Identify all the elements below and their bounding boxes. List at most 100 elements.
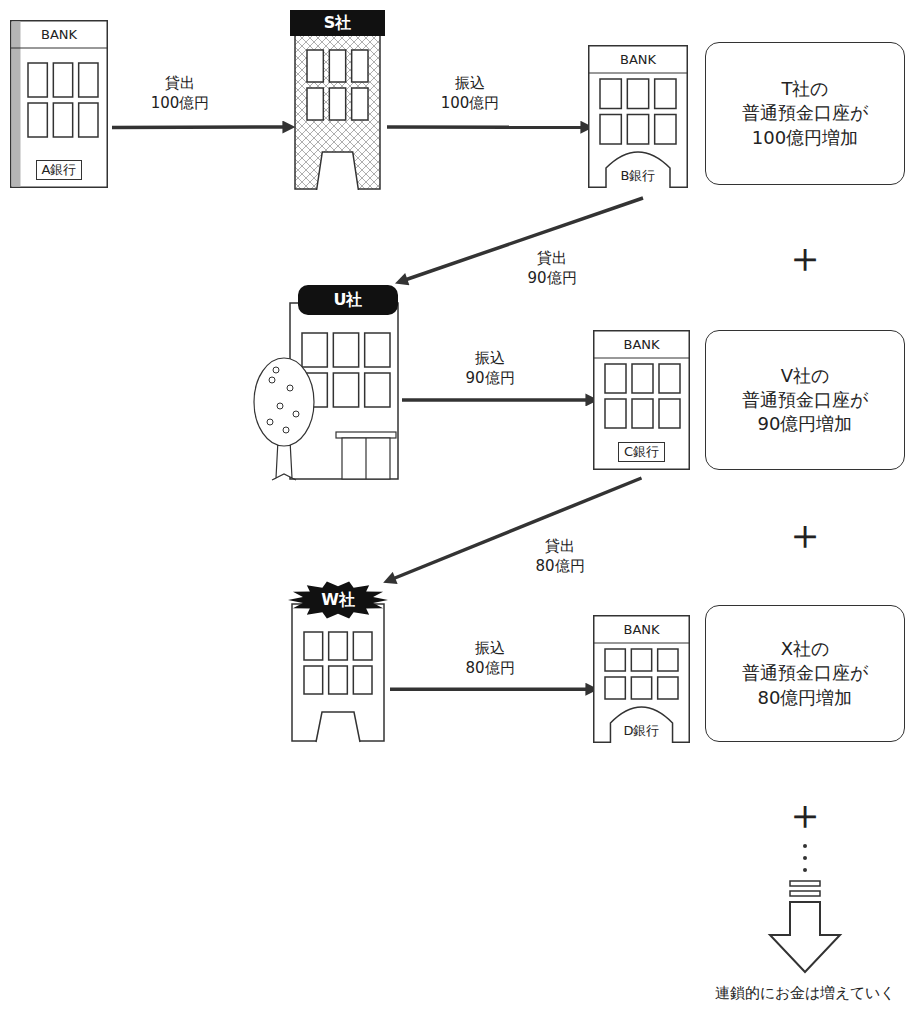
bank-name: C銀行	[618, 442, 665, 462]
bank-building: BANK D銀行	[593, 615, 690, 743]
building-body	[295, 30, 380, 189]
window	[632, 364, 653, 393]
deposit-text: V社の 普通預金口座が 90億円増加	[735, 364, 875, 437]
building-body	[292, 604, 384, 741]
bank-sign: BANK	[41, 27, 77, 43]
hollow-down-arrow	[770, 902, 840, 972]
roof-line	[588, 73, 688, 74]
plus-sign: ＋	[784, 794, 826, 836]
window	[329, 632, 348, 660]
window	[333, 373, 358, 407]
edge-label-anchor: 振込 80億円	[456, 638, 524, 679]
tree-fruit	[267, 419, 273, 425]
tree-fruit	[269, 377, 275, 383]
door-split	[365, 438, 366, 479]
continuation-dot	[803, 844, 807, 848]
flow-arrow	[402, 398, 591, 402]
arrow-stripe	[790, 881, 820, 886]
flow-arrow	[390, 687, 591, 691]
bank-building: BANK B銀行	[588, 45, 688, 188]
building-body	[594, 616, 690, 743]
building-picture	[10, 21, 108, 188]
deposit-box: X社の 普通預金口座が 80億円増加	[705, 605, 905, 742]
window	[605, 677, 625, 699]
arrow-stripe	[790, 891, 820, 896]
bank-name: D銀行	[618, 722, 664, 740]
bank-sign: BANK	[623, 622, 659, 638]
building-picture	[254, 285, 398, 480]
window	[658, 649, 678, 671]
plus-sign: ＋	[784, 237, 826, 279]
tree-fruit	[273, 367, 279, 373]
window	[302, 333, 327, 367]
edge-label: 振込 100億円	[436, 73, 504, 114]
window	[329, 666, 348, 694]
roof-line	[593, 643, 690, 644]
window	[627, 115, 648, 145]
window	[307, 50, 323, 82]
building-picture	[593, 616, 690, 743]
continuation-dot	[803, 868, 807, 872]
name-starburst	[288, 581, 388, 618]
window	[329, 50, 345, 82]
deposit-text: X社の 普通預金口座が 80億円増加	[735, 637, 875, 710]
bank-sign: BANK	[620, 52, 656, 68]
edge-label-anchor: 貸出 90億円	[518, 248, 586, 289]
window	[365, 333, 390, 367]
tree-fruit	[283, 427, 289, 433]
building-body	[589, 46, 688, 188]
deposit-text: T社の 普通預金口座が 100億円増加	[735, 77, 875, 150]
window	[352, 88, 368, 120]
window	[655, 79, 676, 109]
building-body	[11, 21, 108, 188]
window	[304, 666, 323, 694]
caption-anchor: 連鎖的にお金は増えていく	[715, 984, 895, 1003]
window	[53, 63, 72, 97]
window	[605, 649, 625, 671]
company-building: U社	[252, 285, 400, 480]
window	[307, 88, 323, 120]
window	[352, 50, 368, 82]
edge-label: 貸出 90億円	[518, 248, 586, 289]
entrance	[317, 152, 359, 190]
edge-label: 貸出 100億円	[146, 73, 214, 114]
edge-label-anchor: 貸出 100億円	[146, 73, 214, 114]
window	[659, 399, 680, 428]
building-picture	[288, 581, 388, 742]
deposit-box: T社の 普通預金口座が 100億円増加	[705, 42, 905, 185]
building-picture	[588, 46, 688, 188]
edge-label: 振込 90億円	[456, 348, 524, 389]
window	[600, 79, 621, 109]
building-picture	[290, 10, 385, 190]
entrance	[316, 712, 360, 742]
bank-building: BANKA銀行	[10, 20, 108, 188]
name-band	[290, 10, 385, 36]
edge-label-anchor: 振込 100億円	[436, 73, 504, 114]
door	[342, 438, 390, 479]
window	[631, 649, 651, 671]
door-awning	[336, 432, 396, 438]
roof-line	[593, 358, 690, 359]
window	[353, 666, 372, 694]
window	[353, 632, 372, 660]
window	[627, 79, 648, 109]
caption: 連鎖的にお金は増えていく	[715, 984, 895, 1003]
window	[329, 88, 345, 120]
window	[28, 63, 47, 97]
bank-sign: BANK	[623, 337, 659, 353]
edge-label: 貸出 80億円	[526, 536, 594, 577]
building-picture	[593, 331, 690, 470]
edge-label-anchor: 貸出 80億円	[526, 536, 594, 577]
plus-sign: ＋	[784, 514, 826, 556]
tree-fruit	[287, 385, 293, 391]
bank-name: B銀行	[616, 167, 661, 185]
name-band	[298, 285, 398, 315]
window	[600, 115, 621, 145]
window	[605, 399, 626, 428]
tree-crown	[254, 358, 314, 446]
roof-line	[10, 48, 108, 49]
window	[304, 632, 323, 660]
building-art	[252, 285, 400, 480]
plus-anchor: ＋	[784, 237, 826, 279]
